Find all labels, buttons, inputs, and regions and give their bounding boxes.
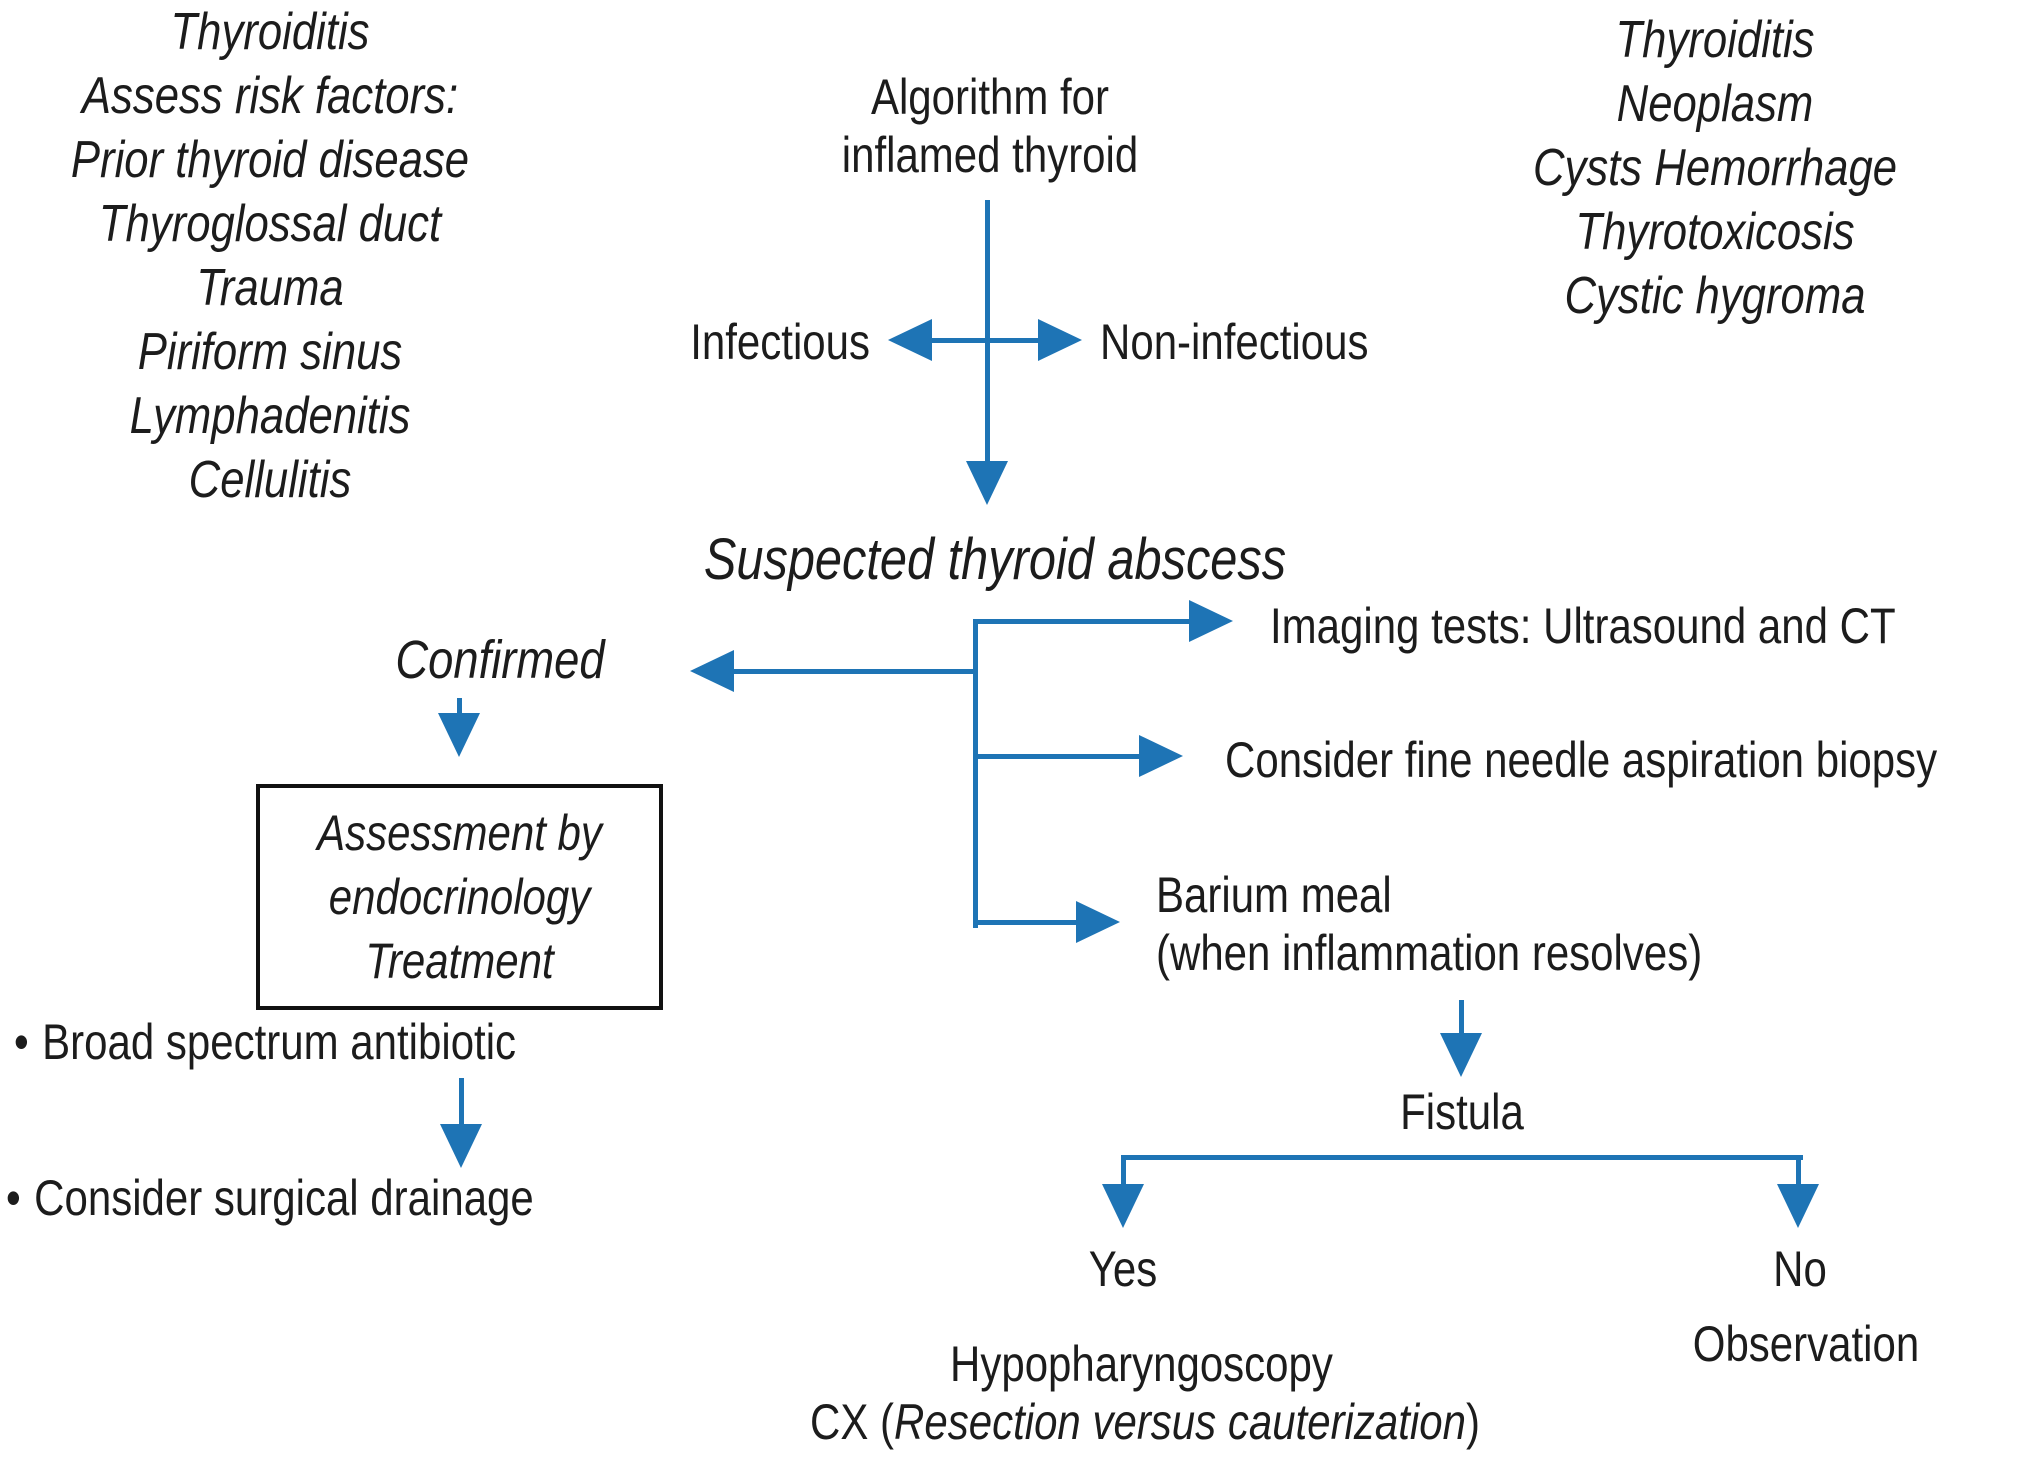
label-suspected-thyroid-abscess: Suspected thyroid abscess	[703, 527, 1287, 592]
cx-italic-text: Resection versus cauterization	[894, 1394, 1466, 1450]
list-item: Cellulitis	[188, 451, 352, 509]
assessment-box: Assessment by endocrinology Treatment	[256, 784, 663, 1010]
connector-line	[973, 920, 1083, 925]
cx-prefix: CX (	[810, 1394, 895, 1450]
label-barium-meal: Barium meal (when inflammation resolves)	[1156, 866, 1702, 982]
bullet-antibiotic: • Broad spectrum antibiotic	[14, 1014, 516, 1070]
assessment-box-text: Assessment by endocrinology Treatment	[317, 801, 602, 993]
connector-line	[920, 338, 1050, 343]
bullet-marker: •	[6, 1170, 21, 1226]
arrowhead-down-icon	[438, 713, 480, 757]
arrowhead-left-icon	[888, 319, 932, 361]
label-non-infectious: Non-infectious	[1100, 314, 1369, 370]
list-item: Trauma	[196, 259, 344, 317]
arrowhead-down-icon	[1777, 1184, 1819, 1228]
list-item: Prior thyroid disease	[70, 131, 470, 189]
box-line: endocrinology	[328, 869, 591, 925]
title-line: Algorithm for	[870, 69, 1110, 125]
label-imaging-tests: Imaging tests: Ultrasound and CT	[1270, 598, 1896, 654]
list-item: Cystic hygroma	[1564, 267, 1866, 325]
arrowhead-down-icon	[966, 461, 1008, 505]
barium-line: Barium meal	[1156, 867, 1392, 923]
label-observation: Observation	[1692, 1316, 1920, 1372]
cx-suffix: )	[1465, 1394, 1480, 1450]
label-cx-resection: CX (Resection versus cauterization)	[742, 1394, 1548, 1450]
label-infectious: Infectious	[690, 314, 870, 370]
label-no: No	[1773, 1241, 1827, 1297]
list-item: Lymphadenitis	[129, 387, 411, 445]
label-hypopharyngoscopy: Hypopharyngoscopy	[950, 1336, 1333, 1392]
connector-line	[1121, 1155, 1803, 1160]
label-fistula: Fistula	[1400, 1084, 1524, 1140]
barium-line: (when inflammation resolves)	[1156, 925, 1703, 981]
bullet-text: Consider surgical drainage	[34, 1170, 534, 1226]
arrowhead-right-icon	[1189, 600, 1233, 642]
right-differential-list: Thyroiditis Neoplasm Cysts Hemorrhage Th…	[1463, 8, 1967, 328]
connector-line	[696, 669, 978, 674]
connector-line	[1121, 1155, 1126, 1189]
list-item: Thyroglossal duct	[98, 195, 442, 253]
connector-line	[1796, 1155, 1801, 1189]
bullet-marker: •	[14, 1014, 29, 1070]
bullet-text: Broad spectrum antibiotic	[42, 1014, 517, 1070]
connector-line	[985, 200, 990, 472]
list-item: Thyrotoxicosis	[1575, 203, 1855, 261]
list-item: Thyroiditis	[170, 3, 370, 61]
title-line: inflamed thyroid	[841, 127, 1139, 183]
arrowhead-right-icon	[1038, 319, 1082, 361]
left-differential-list: Thyroiditis Assess risk factors: Prior t…	[43, 0, 497, 512]
list-item: Neoplasm	[1616, 75, 1814, 133]
label-confirmed: Confirmed	[395, 630, 605, 690]
arrowhead-down-icon	[440, 1124, 482, 1168]
arrowhead-down-icon	[1102, 1184, 1144, 1228]
connector-line	[459, 1078, 464, 1130]
list-item: Assess risk factors:	[81, 67, 459, 125]
connector-line	[457, 698, 462, 720]
box-line: Assessment by	[317, 805, 602, 861]
arrowhead-right-icon	[1139, 735, 1183, 777]
arrowhead-right-icon	[1076, 901, 1120, 943]
list-item: Cysts Hemorrhage	[1532, 139, 1898, 197]
label-fna-biopsy: Consider fine needle aspiration biopsy	[1225, 732, 1938, 788]
list-item: Thyroiditis	[1615, 11, 1815, 69]
connector-trunk	[973, 619, 978, 928]
bullet-drainage: • Consider surgical drainage	[6, 1170, 534, 1226]
arrowhead-left-icon	[690, 650, 734, 692]
label-yes: Yes	[1088, 1241, 1158, 1297]
list-item: Piriform sinus	[137, 323, 403, 381]
diagram-title: Algorithm for inflamed thyroid	[780, 68, 1200, 184]
arrowhead-down-icon	[1440, 1033, 1482, 1077]
connector-line	[1459, 1000, 1464, 1040]
box-line: Treatment	[365, 933, 554, 989]
connector-line	[973, 754, 1145, 759]
connector-line	[973, 619, 1195, 624]
